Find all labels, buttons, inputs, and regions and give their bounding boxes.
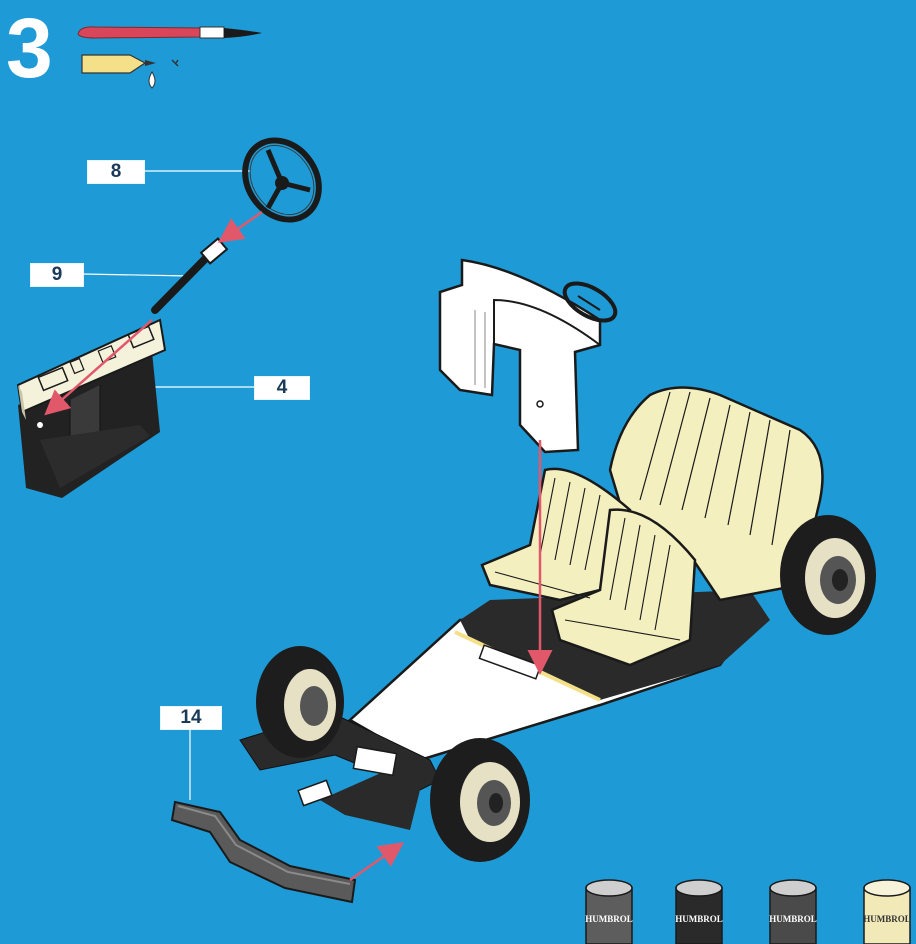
front-seats xyxy=(480,467,697,667)
dashboard-part xyxy=(16,318,167,498)
front-left-wheel xyxy=(256,646,344,758)
steering-column-part xyxy=(151,237,229,314)
front-right-wheel xyxy=(430,738,530,862)
arrow-bumper-to-chassis xyxy=(349,842,405,882)
steering-wheel-part xyxy=(242,137,322,223)
front-seat-frame xyxy=(438,258,618,454)
paint-cans: HUMBROL HUMBROL HUMBROL HUMBROL xyxy=(585,879,911,944)
arrow-wheel-to-column xyxy=(217,210,263,243)
leader-lines xyxy=(82,170,254,800)
arrow-column-to-dashboard xyxy=(44,319,153,416)
part-label-4: 4 xyxy=(254,376,310,400)
paint-can-3: HUMBROL xyxy=(769,879,817,944)
paint-can-2: HUMBROL xyxy=(675,879,723,944)
part-label-9: 9 xyxy=(30,263,84,287)
paint-can-label: HUMBROL xyxy=(675,914,723,924)
paint-can-4: HUMBROL xyxy=(863,879,911,944)
part-label-14: 14 xyxy=(160,706,222,730)
front-bumper-part xyxy=(170,800,357,904)
paint-can-label: HUMBROL xyxy=(585,914,633,924)
paint-can-1: HUMBROL xyxy=(585,879,633,944)
paint-can-label: HUMBROL xyxy=(769,914,817,924)
rear-right-wheel xyxy=(780,515,876,635)
rear-bench-seat xyxy=(608,386,824,602)
assembly-arrows xyxy=(44,210,553,882)
paint-can-label: HUMBROL xyxy=(863,914,911,924)
glue-tube-icon xyxy=(81,54,179,89)
paint-brush-icon xyxy=(77,26,262,39)
part-label-8: 8 xyxy=(87,160,145,184)
step-number: 3 xyxy=(6,1,53,95)
